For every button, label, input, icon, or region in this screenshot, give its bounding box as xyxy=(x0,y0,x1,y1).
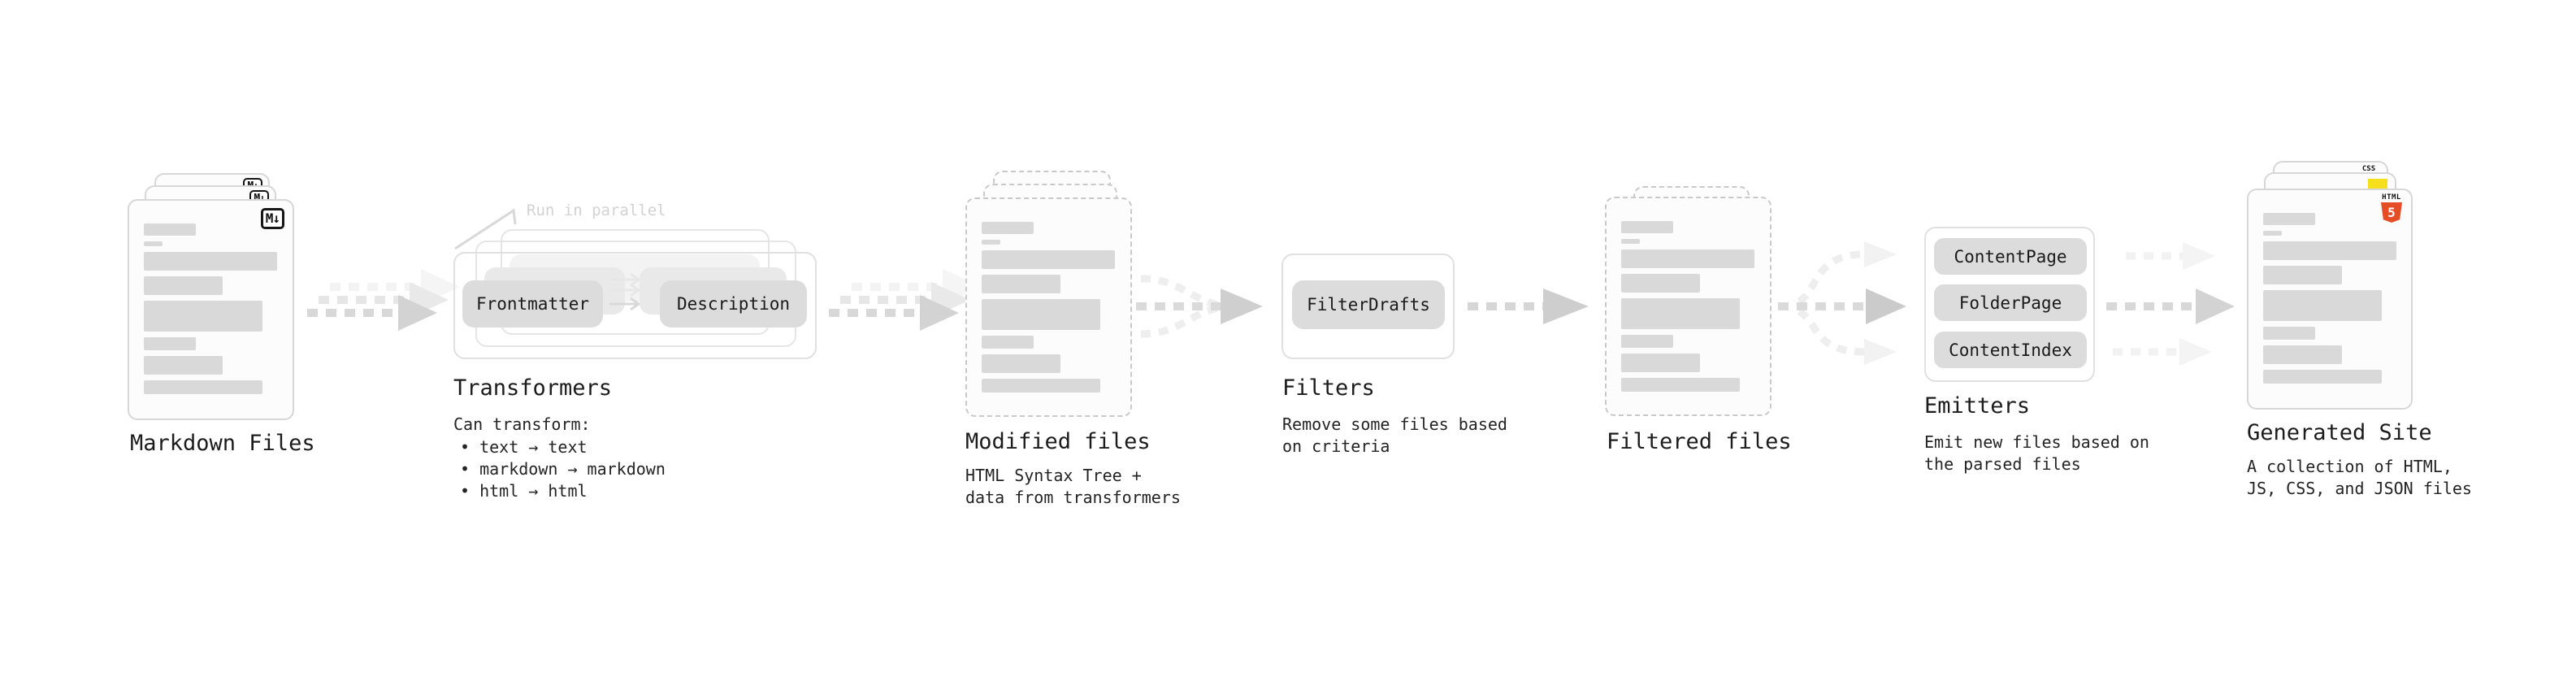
placeholder-bar xyxy=(982,299,1100,330)
filtered-file-card-front xyxy=(1605,197,1772,416)
placeholder-bar xyxy=(144,301,262,332)
placeholder-bar xyxy=(982,222,1034,234)
placeholder-bar xyxy=(1621,249,1754,268)
document-content-placeholder xyxy=(967,199,1130,393)
placeholder-bar xyxy=(2263,231,2282,236)
transform-bullet: text → text xyxy=(460,436,666,458)
emitter-pill-contentindex: ContentIndex xyxy=(1934,332,2087,368)
flow-arrow-emitters-to-generated xyxy=(2106,242,2235,366)
modified-file-card-front xyxy=(965,197,1132,417)
filter-pill-filterdrafts: FilterDrafts xyxy=(1292,280,1445,329)
placeholder-bar xyxy=(982,336,1034,349)
transformers-bullet-list: text → text markdown → markdown html → h… xyxy=(460,436,666,502)
placeholder-bar xyxy=(1621,274,1700,293)
placeholder-bar xyxy=(1621,239,1640,244)
placeholder-bar xyxy=(1621,378,1740,392)
stage-label-filters: Filters xyxy=(1282,375,1375,401)
placeholder-bar xyxy=(144,223,196,236)
html5-number: 5 xyxy=(2387,204,2396,220)
transformer-internal-arrows xyxy=(609,272,641,311)
modified-files-desc: HTML Syntax Tree + data from transformer… xyxy=(965,466,1181,507)
html5-shield: 5 xyxy=(2381,202,2402,223)
placeholder-bar xyxy=(1621,335,1673,348)
transformers-desc-intro: Can transform: xyxy=(453,414,591,434)
placeholder-bar xyxy=(2263,290,2382,321)
placeholder-bar xyxy=(2263,266,2342,284)
run-in-parallel-callout-line xyxy=(454,208,517,250)
placeholder-bar xyxy=(982,275,1060,293)
document-content-placeholder xyxy=(1607,198,1770,392)
placeholder-bar xyxy=(2263,345,2342,364)
placeholder-bar xyxy=(144,380,262,394)
emitters-box xyxy=(1924,227,2095,382)
flow-arrow-filtered-to-emitters xyxy=(1778,241,1906,365)
run-in-parallel-note: Run in parallel xyxy=(527,202,666,219)
stage-label-modified-files: Modified files xyxy=(965,429,1151,454)
html5-icon: HTML 5 xyxy=(2379,194,2404,223)
markdown-icon: M↓ xyxy=(260,208,284,229)
placeholder-bar xyxy=(1621,298,1740,329)
transform-bullet: html → html xyxy=(460,480,666,502)
filters-desc: Remove some files based on criteria xyxy=(1282,414,1507,456)
placeholder-bar xyxy=(144,337,196,350)
transform-bullet: markdown → markdown xyxy=(460,458,666,480)
stage-label-markdown-files: Markdown Files xyxy=(130,431,315,456)
placeholder-bar xyxy=(2263,370,2382,384)
placeholder-bar xyxy=(144,356,223,375)
stage-label-generated-site: Generated Site xyxy=(2247,420,2432,445)
emitters-desc: Emit new files based on the parsed files xyxy=(1924,432,2149,474)
document-content-placeholder xyxy=(129,201,293,394)
emitter-pill-contentpage: ContentPage xyxy=(1934,238,2087,275)
filters-box xyxy=(1281,254,1455,359)
placeholder-bar xyxy=(144,276,223,295)
placeholder-bar xyxy=(982,240,1000,245)
placeholder-bar xyxy=(2263,327,2315,340)
stage-label-transformers: Transformers xyxy=(453,375,613,401)
markdown-file-card-front: M↓ xyxy=(128,199,294,420)
stage-label-filtered-files: Filtered files xyxy=(1607,429,1792,454)
transformer-pill-frontmatter: Frontmatter xyxy=(462,280,603,327)
placeholder-bar xyxy=(982,250,1115,269)
flow-arrow-filters-to-filtered xyxy=(1468,288,1589,324)
transformer-box-front xyxy=(453,252,817,359)
placeholder-bar xyxy=(1621,354,1700,372)
placeholder-bar xyxy=(982,379,1100,393)
flow-arrow-markdown-to-transformers xyxy=(307,269,460,331)
document-content-placeholder xyxy=(2249,190,2411,384)
placeholder-bar xyxy=(144,252,277,271)
generated-file-card-html: HTML 5 xyxy=(2247,189,2413,410)
placeholder-bar xyxy=(1621,221,1673,233)
js-icon xyxy=(2368,179,2387,189)
generated-site-desc: A collection of HTML, JS, CSS, and JSON … xyxy=(2247,457,2472,498)
html5-label-text: HTML xyxy=(2382,193,2401,202)
placeholder-bar xyxy=(2263,213,2315,225)
placeholder-bar xyxy=(982,354,1060,373)
transformer-pill-description: Description xyxy=(660,280,807,327)
placeholder-bar xyxy=(2263,241,2396,260)
flow-arrow-transformers-to-modified xyxy=(829,269,982,331)
css-badge-text: CSS xyxy=(2361,165,2376,173)
stage-label-emitters: Emitters xyxy=(1924,393,2031,419)
flow-arrow-modified-to-filters xyxy=(1136,275,1263,338)
placeholder-bar xyxy=(144,241,163,246)
emitter-pill-folderpage: FolderPage xyxy=(1934,284,2087,321)
